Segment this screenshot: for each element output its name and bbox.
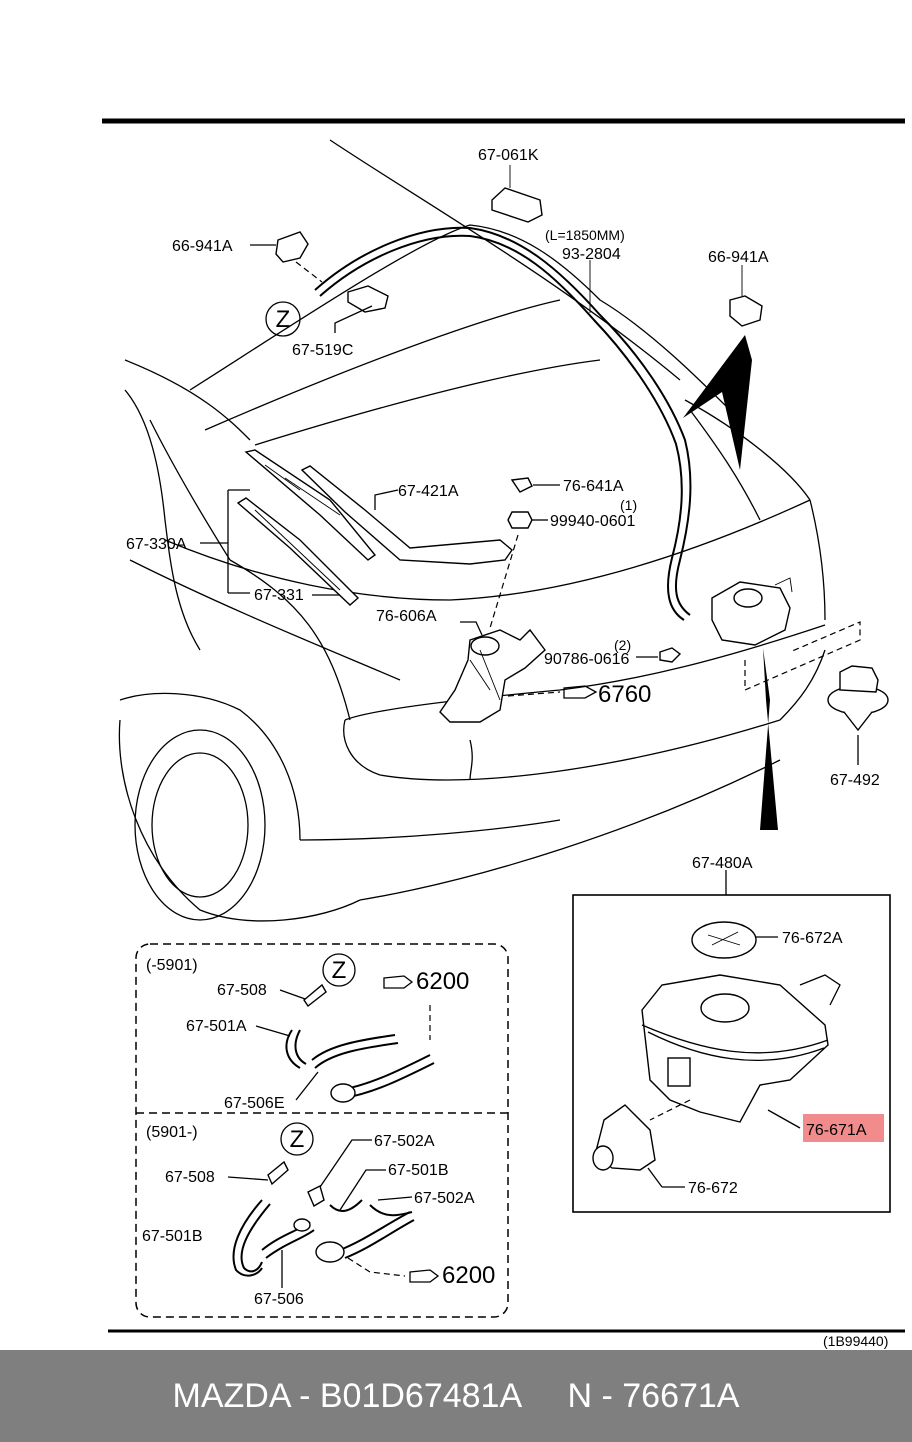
diagram-code: (1B99440) bbox=[823, 1333, 888, 1349]
label-99940-0601: 99940-0601 bbox=[550, 513, 636, 530]
label-note1: (1) bbox=[620, 497, 637, 513]
label-67-508-new: 67-508 bbox=[165, 1169, 215, 1186]
ref-6200-old-pointer-icon bbox=[383, 975, 414, 989]
label-note2: (2) bbox=[614, 637, 631, 653]
z-marker-top-text: Z bbox=[276, 306, 291, 333]
reservoir-assembly-box bbox=[572, 894, 891, 1213]
label-67-519C: 67-519C bbox=[292, 342, 353, 359]
car-body-outline bbox=[118, 139, 826, 922]
leader-67-506E bbox=[295, 1071, 319, 1101]
label-range-new: (5901-) bbox=[146, 1124, 198, 1141]
ref-6760: 6760 bbox=[598, 681, 651, 708]
label-67-501A: 67-501A bbox=[186, 1018, 247, 1035]
label-67-508-old: 67-508 bbox=[217, 982, 267, 999]
ref-6760-pointer-icon bbox=[563, 685, 598, 699]
ref-6200-new-pointer-icon bbox=[409, 1269, 440, 1283]
parts-diagram: 67-061K (L=1850MM) 93-2804 66-941A 67-51… bbox=[102, 118, 905, 1349]
wiper-arm-67-421A bbox=[300, 465, 513, 565]
part-number-footer: MAZDA - B01D67481A N - 76671A bbox=[0, 1350, 912, 1442]
z-marker-old bbox=[322, 953, 356, 987]
ref-6760-dash bbox=[507, 691, 561, 697]
label-93-2804: 93-2804 bbox=[562, 246, 621, 263]
leader-67-502A-top bbox=[317, 1139, 372, 1191]
label-67-480A: 67-480A bbox=[692, 855, 753, 872]
label-hose-length: (L=1850MM) bbox=[545, 227, 625, 243]
clip-66-941A-right bbox=[729, 265, 763, 327]
washer-hose-93-2804 bbox=[314, 226, 692, 621]
wiper-motor-76-606A bbox=[439, 621, 546, 723]
z-marker-new bbox=[280, 1122, 314, 1156]
ref-6200-new: 6200 bbox=[442, 1262, 495, 1289]
pump-76-672 bbox=[592, 1104, 685, 1188]
reservoir-installed bbox=[711, 577, 793, 646]
leader-67-502A-mid bbox=[377, 1196, 413, 1201]
leader-67-508-new bbox=[227, 1176, 269, 1181]
clip-66-941A-left bbox=[250, 231, 323, 283]
label-67-506: 67-506 bbox=[254, 1291, 304, 1308]
bracket-wiper-labels bbox=[200, 489, 250, 594]
wiper-blade-67-330A bbox=[244, 449, 377, 561]
label-67-501B-mid: 67-501B bbox=[388, 1162, 449, 1179]
cap-76-641A bbox=[510, 477, 560, 493]
label-67-502A-top: 67-502A bbox=[374, 1133, 435, 1150]
label-76-672A: 76-672A bbox=[782, 930, 843, 947]
reservoir-tank-76-671A bbox=[641, 974, 841, 1129]
nut-99940-0601 bbox=[489, 511, 548, 629]
label-67-506E: 67-506E bbox=[224, 1095, 285, 1112]
leader-67-501A bbox=[255, 1025, 291, 1037]
leader-67-501B-mid bbox=[339, 1169, 386, 1211]
clip-67-519C bbox=[334, 285, 389, 333]
label-67-502A-mid: 67-502A bbox=[414, 1190, 475, 1207]
label-67-330A: 67-330A bbox=[126, 536, 187, 553]
label-90786-0616: 90786-0616 bbox=[544, 651, 630, 668]
hose-variants-box bbox=[135, 943, 509, 1318]
grommet-dash-lines bbox=[744, 621, 861, 691]
highlight-76-671A bbox=[803, 1114, 884, 1142]
nozzle-cap-67-061K bbox=[491, 165, 543, 223]
z-marker-top bbox=[265, 301, 301, 337]
leader-arrow-reservoir bbox=[760, 648, 778, 830]
label-76-671A: 76-671A bbox=[806, 1122, 867, 1139]
grommet-67-492 bbox=[827, 665, 889, 765]
label-66-941A-left: 66-941A bbox=[172, 238, 233, 255]
label-76-672: 76-672 bbox=[688, 1180, 738, 1197]
z-marker-new-text: Z bbox=[290, 1126, 305, 1153]
hose-group-old bbox=[285, 983, 435, 1103]
wiper-blade-67-331 bbox=[236, 497, 360, 606]
cap-76-672A bbox=[691, 921, 778, 959]
label-range-old: (-5901) bbox=[146, 957, 198, 974]
leader-67-508-old bbox=[279, 989, 309, 1001]
label-76-641A: 76-641A bbox=[563, 478, 624, 495]
z-marker-old-text: Z bbox=[332, 957, 347, 984]
label-67-331: 67-331 bbox=[254, 587, 304, 604]
ref-6200-old: 6200 bbox=[416, 968, 469, 995]
label-67-501B-left: 67-501B bbox=[142, 1228, 203, 1245]
bolt-90786-0616 bbox=[636, 647, 682, 663]
label-67-492: 67-492 bbox=[830, 772, 880, 789]
hose-group-new bbox=[232, 1160, 415, 1288]
label-66-941A-right: 66-941A bbox=[708, 249, 769, 266]
label-67-421A: 67-421A bbox=[398, 483, 459, 500]
label-67-061K: 67-061K bbox=[478, 147, 539, 164]
leader-arrow-right bbox=[683, 335, 752, 470]
label-76-606A: 76-606A bbox=[376, 608, 437, 625]
